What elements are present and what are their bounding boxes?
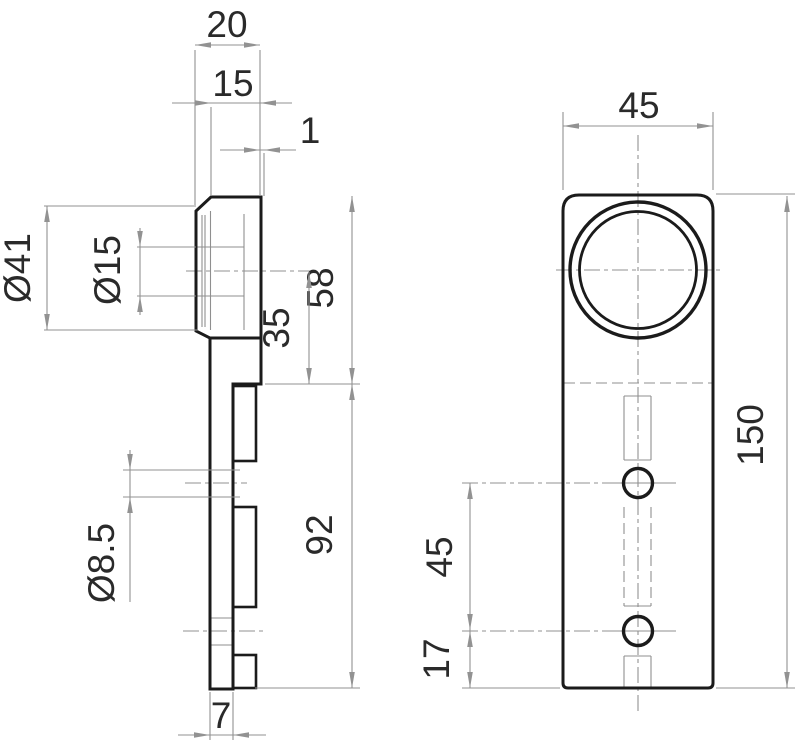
arrowhead — [784, 196, 790, 212]
arrowhead — [44, 206, 50, 222]
dim-label: 58 — [300, 267, 341, 308]
back-pad-lower — [231, 653, 258, 690]
dim-label: 92 — [299, 514, 340, 555]
arrowhead — [127, 454, 133, 470]
arrowhead — [137, 231, 143, 247]
arrowhead — [467, 631, 473, 647]
dim-dia8-5: Ø8.5 — [81, 450, 240, 603]
back-pad-upper — [231, 384, 258, 463]
arrowhead — [349, 368, 355, 384]
slot-lower — [623, 655, 652, 687]
dim-17: 17 — [416, 631, 560, 689]
dim-35: 35 — [256, 272, 312, 384]
dim-150: 150 — [716, 193, 795, 689]
dim-label: 45 — [618, 85, 659, 126]
dim-45-holes: 45 — [419, 483, 473, 688]
arrowhead — [194, 732, 210, 738]
dim-20: 20 — [194, 4, 261, 205]
arrowhead — [563, 123, 579, 129]
arrowhead — [264, 147, 280, 153]
arrowhead — [467, 614, 473, 630]
mounting-hole-top — [621, 466, 655, 500]
arrowhead — [195, 42, 211, 48]
arrowhead — [244, 147, 260, 153]
arrowhead — [306, 368, 312, 384]
dim-dia15: Ø15 — [87, 228, 196, 315]
arrowhead — [137, 296, 143, 312]
arrowhead — [127, 497, 133, 513]
dim-label: 45 — [419, 536, 460, 577]
mounting-hole-bottom — [621, 614, 655, 648]
dim-label: 15 — [212, 63, 253, 104]
dim-label: 7 — [211, 695, 232, 736]
dim-58: 58 — [265, 196, 360, 688]
plate-outline — [561, 193, 715, 690]
arrowhead — [244, 42, 260, 48]
arrowhead — [467, 672, 473, 688]
boss-chamfer-circle — [578, 210, 698, 330]
arrowhead — [349, 384, 355, 400]
dim-label: Ø15 — [87, 235, 128, 305]
slot-upper — [623, 395, 652, 461]
dim-15: 15 — [172, 63, 292, 196]
dim-label: 17 — [416, 638, 457, 679]
arrowhead — [784, 672, 790, 688]
arrowhead — [349, 196, 355, 212]
dim-45-width: 45 — [562, 85, 714, 190]
dim-label: Ø41 — [0, 233, 38, 303]
front-view — [462, 135, 720, 712]
slot-middle — [623, 507, 652, 607]
dim-label: Ø8.5 — [81, 523, 122, 603]
dim-label: 20 — [206, 4, 247, 45]
arrowhead — [233, 732, 249, 738]
dim-1: 1 — [220, 110, 320, 196]
side-profile-outline — [194, 195, 263, 691]
side-view — [183, 195, 310, 691]
arrowhead — [697, 123, 713, 129]
arrowhead — [467, 483, 473, 499]
dim-label: 1 — [300, 110, 321, 151]
dim-dia41: Ø41 — [0, 205, 198, 331]
arrowhead — [349, 672, 355, 688]
back-pad-middle — [231, 505, 258, 609]
dim-label: 35 — [256, 307, 297, 348]
dim-92: 92 — [255, 384, 360, 689]
dim-7: 7 — [178, 692, 266, 740]
boss-outer-circle — [568, 200, 708, 340]
arrowhead — [260, 100, 276, 106]
arrowhead — [195, 100, 211, 106]
arrowhead — [44, 314, 50, 330]
dim-label: 150 — [730, 404, 771, 466]
arrowhead — [306, 272, 312, 288]
